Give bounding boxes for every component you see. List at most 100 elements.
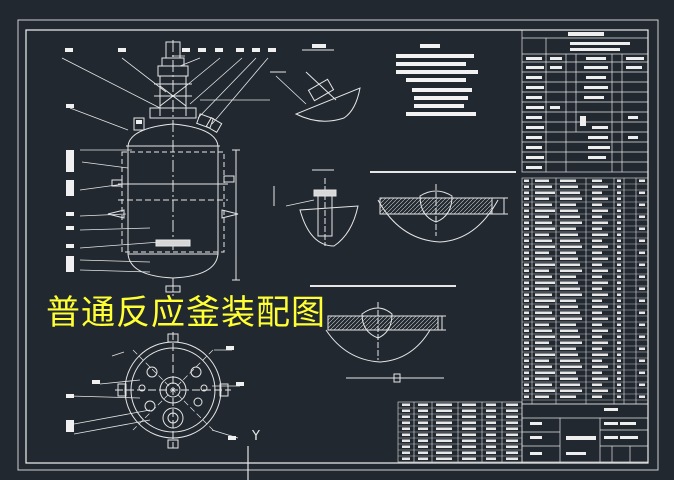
parts-cell-code [535, 179, 549, 182]
parts-cell-remark [639, 215, 645, 218]
nozzle-cell-use [486, 433, 496, 436]
left-leaders [61, 55, 270, 273]
parts-cell-remark [639, 299, 645, 302]
parts-cell-qty [617, 287, 621, 290]
nozzle-cell-use [486, 409, 496, 412]
parts-cell-name [560, 179, 576, 182]
parts-cell-remark [639, 335, 645, 338]
parts-cell-name [560, 299, 576, 302]
parts-cell-code [535, 329, 552, 332]
parts-cell-index [524, 347, 529, 350]
nozzle-cell-name [506, 451, 518, 454]
parts-cell-index [524, 281, 529, 284]
parts-cell-remark [639, 383, 645, 386]
section-detail-c [370, 171, 516, 243]
nozzle-cell-size [418, 439, 428, 442]
nozzle-cell-use [486, 415, 496, 418]
parts-list-text [524, 179, 645, 398]
left-callout-tags [65, 44, 326, 272]
parts-cell-material [592, 275, 602, 278]
parts-cell-name [560, 347, 576, 350]
parts-cell-name [560, 287, 580, 290]
parts-cell-index [524, 359, 529, 362]
parts-cell-name [560, 359, 580, 362]
parts-cell-qty [617, 275, 621, 278]
parts-cell-name [560, 353, 578, 356]
parts-cell-index [524, 287, 529, 290]
parts-cell-remark [639, 227, 645, 230]
nozzle-cell-face [462, 445, 476, 448]
parts-cell-index [524, 215, 529, 218]
parts-cell-name [560, 209, 578, 212]
parts-cell-qty [617, 245, 621, 248]
parts-cell-name [560, 197, 582, 200]
parts-cell-qty [617, 257, 621, 260]
drawing-title: 普通反应釜装配图 [46, 293, 326, 333]
parts-cell-qty [617, 221, 621, 224]
parts-cell-material [592, 251, 602, 254]
parts-cell-index [524, 185, 529, 188]
nozzle-cell-face [462, 451, 476, 454]
axis-label-y: Y [251, 429, 260, 444]
parts-cell-index [524, 317, 529, 320]
parts-cell-material [592, 203, 602, 206]
nozzle-cell-use [486, 439, 496, 442]
nozzle-cell-name [506, 403, 518, 406]
parts-cell-code [535, 287, 549, 290]
parts-cell-material [592, 341, 608, 344]
parts-cell-material [592, 383, 602, 386]
parts-cell-index [524, 305, 529, 308]
parts-cell-index [524, 311, 529, 314]
parts-cell-name [560, 239, 580, 242]
title-block-text [530, 408, 638, 455]
parts-cell-index [524, 371, 529, 374]
parts-cell-name [560, 203, 576, 206]
parts-cell-code [535, 365, 552, 368]
parts-cell-name [560, 281, 578, 284]
parts-cell-name [560, 317, 582, 320]
parts-cell-index [524, 299, 529, 302]
parts-cell-material [592, 281, 608, 284]
parts-cell-material [592, 233, 608, 236]
parts-cell-code [535, 347, 552, 350]
spec-table-text [526, 32, 644, 169]
nozzle-cell-size [418, 403, 428, 406]
parts-cell-name [560, 215, 580, 218]
nozzle-cell-mark [402, 445, 410, 448]
parts-cell-code [535, 371, 555, 374]
parts-cell-code [535, 239, 552, 242]
nozzle-cell-mark [402, 427, 410, 430]
nozzle-cell-mark [402, 415, 410, 418]
parts-cell-code [535, 281, 555, 284]
parts-cell-material [592, 329, 608, 332]
nozzle-cell-size [418, 451, 428, 454]
parts-cell-qty [617, 383, 621, 386]
nozzle-cell-mark [402, 409, 410, 412]
parts-cell-name [560, 269, 582, 272]
nozzle-cell-standard [436, 409, 452, 412]
parts-cell-remark [639, 203, 645, 206]
nozzle-cell-size [418, 415, 428, 418]
vessel-elevation-view [107, 40, 240, 296]
parts-cell-qty [617, 233, 621, 236]
parts-cell-material [592, 389, 608, 392]
nozzle-cell-mark [402, 457, 410, 460]
parts-cell-material [592, 191, 602, 194]
parts-cell-index [524, 335, 529, 338]
parts-cell-qty [617, 227, 621, 230]
parts-cell-index [524, 269, 529, 272]
parts-cell-qty [617, 209, 621, 212]
parts-cell-material [592, 347, 602, 350]
parts-cell-name [560, 371, 576, 374]
parts-cell-code [535, 251, 549, 254]
parts-cell-qty [617, 251, 621, 254]
parts-cell-material [592, 257, 608, 260]
nozzle-cell-face [462, 403, 476, 406]
parts-cell-material [592, 245, 608, 248]
parts-cell-code [535, 197, 549, 200]
parts-cell-qty [617, 395, 621, 398]
outer-frame [17, 19, 659, 471]
plan-callout-tags [66, 346, 244, 440]
